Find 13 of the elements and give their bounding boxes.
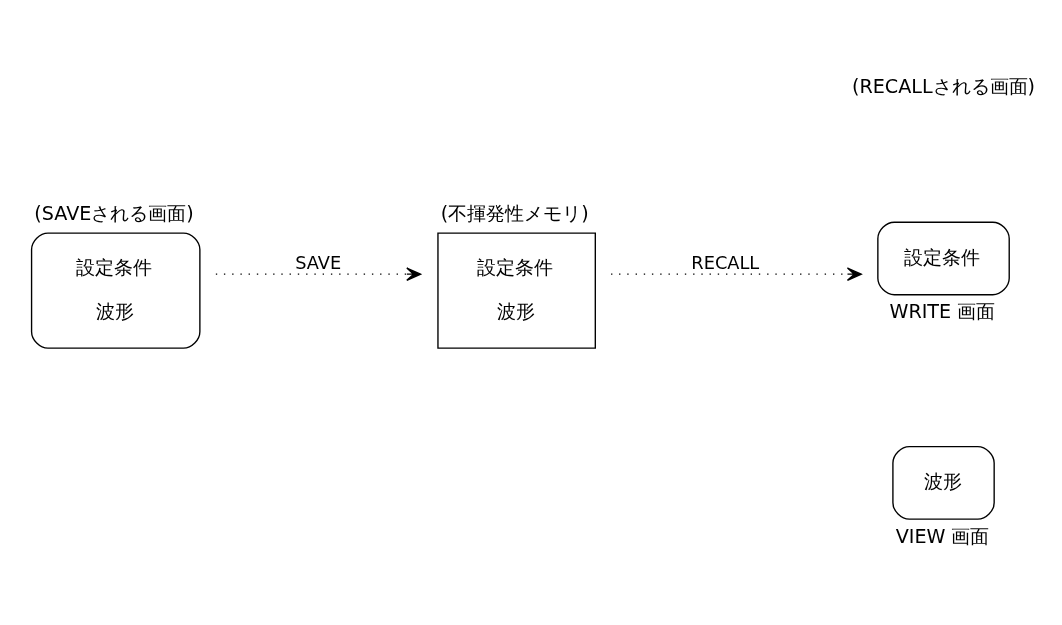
edge-label: RECALL xyxy=(691,252,760,274)
arrow xyxy=(215,267,422,282)
node-box: 設定条件 波形 xyxy=(437,232,596,349)
node-label: WRITE 画面 xyxy=(889,300,996,324)
arrow xyxy=(610,267,862,282)
node-label: (SAVEされる画面) xyxy=(34,201,194,225)
node-label: VIEW 画面 xyxy=(895,524,990,548)
node-box: 設定条件 波形 xyxy=(30,232,201,349)
node-box: 波形 xyxy=(892,445,995,520)
label: (RECALLされる画面) xyxy=(851,75,1036,99)
edge-label: SAVE xyxy=(295,252,342,274)
node-label: (不揮発性メモリ) xyxy=(440,201,589,225)
node-box: 設定条件 xyxy=(877,221,1010,296)
